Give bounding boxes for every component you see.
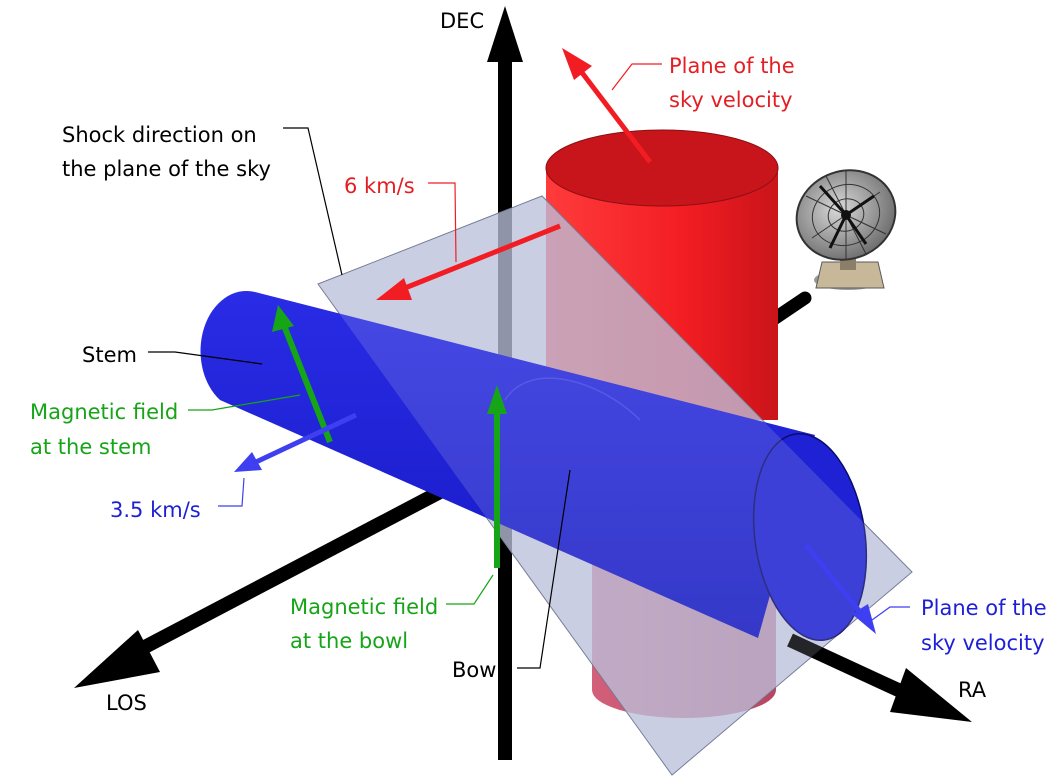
- mag-stem-label-line2: at the stem: [30, 435, 151, 459]
- green-bowl-field-arrow: [487, 385, 507, 568]
- mag-stem-label-line1: Magnetic field: [30, 400, 178, 424]
- mag-bowl-label-line1: Magnetic field: [290, 595, 438, 619]
- ra-axis-label: RA: [958, 678, 987, 702]
- ra-axis-front: [787, 633, 972, 722]
- blue-sky-label-line1: Plane of the: [921, 596, 1047, 620]
- blue-speed-label: 3.5 km/s: [110, 498, 201, 522]
- red-sky-velocity-arrow: [562, 48, 652, 164]
- blue-stem-velocity-arrow: [234, 412, 358, 472]
- shock-label-line1: Shock direction on: [62, 123, 257, 147]
- green-stem-field-arrow: [272, 305, 333, 444]
- stem-label: Stem: [82, 343, 137, 367]
- radio-telescope-icon: [795, 169, 897, 290]
- red-shock-arrow: [376, 223, 561, 300]
- los-axis-label: LOS: [106, 691, 147, 715]
- shock-label-line2: the plane of the sky: [62, 157, 271, 181]
- los-axis: [74, 485, 444, 688]
- red-sky-label-line1: Plane of the: [669, 54, 795, 78]
- mag-bowl-label-line2: at the bowl: [290, 629, 408, 653]
- red-sky-label-line2: sky velocity: [669, 88, 793, 112]
- dec-axis-label: DEC: [440, 9, 484, 33]
- sky-plane-overlay: [318, 196, 912, 775]
- blue-sky-label-line2: sky velocity: [921, 631, 1045, 655]
- blue-bowl-velocity-arrow: [804, 543, 876, 634]
- bowl-label: Bowl: [452, 658, 502, 682]
- red-speed-label: 6 km/s: [344, 174, 415, 198]
- leader-lines: [148, 63, 910, 669]
